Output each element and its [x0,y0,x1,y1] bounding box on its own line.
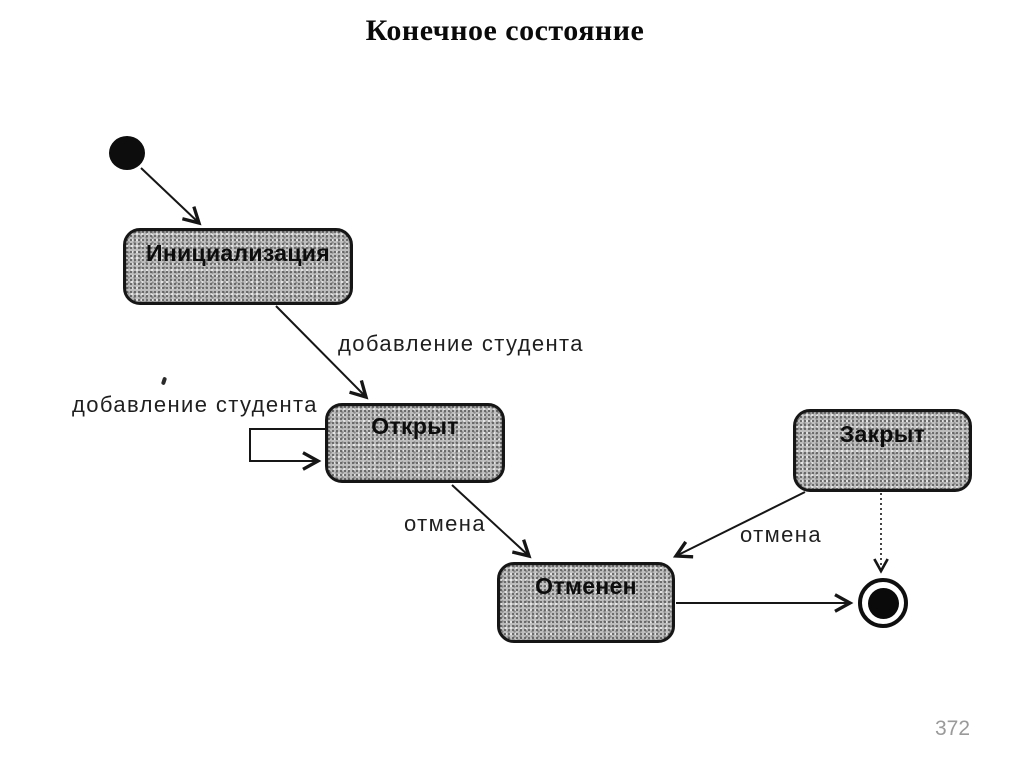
arrow-initial-to-initialization [140,167,199,223]
transition-label-add-student-self-loop: добавление студента [72,392,318,417]
transition-label-add-student-top: добавление студента [338,331,584,356]
initial-state-marker [109,136,145,170]
transition-label-cancel-open: отмена [404,511,486,536]
state-cancelled-label: Отменен [535,573,637,599]
state-closed-label: Закрыт [839,421,926,447]
state-closed: Закрыт [793,409,972,492]
page-number: 372 [935,717,971,740]
arrow-initialization-to-open [275,305,366,397]
final-state-core [867,587,899,619]
state-initialization-label: Инициализация [146,240,330,266]
arrow-open-self-loop [249,428,325,461]
state-initialization: Инициализация [123,228,353,305]
arrow-open-to-cancelled [451,484,529,556]
state-open-label: Открыт [371,413,459,439]
final-state-marker [858,578,908,628]
slide-title: Конечное состояние [365,14,645,47]
arrow-closed-to-cancelled [676,491,806,556]
state-open: Открыт [325,403,505,483]
state-cancelled: Отменен [497,562,675,643]
transition-label-cancel-closed: отмена [740,522,822,547]
